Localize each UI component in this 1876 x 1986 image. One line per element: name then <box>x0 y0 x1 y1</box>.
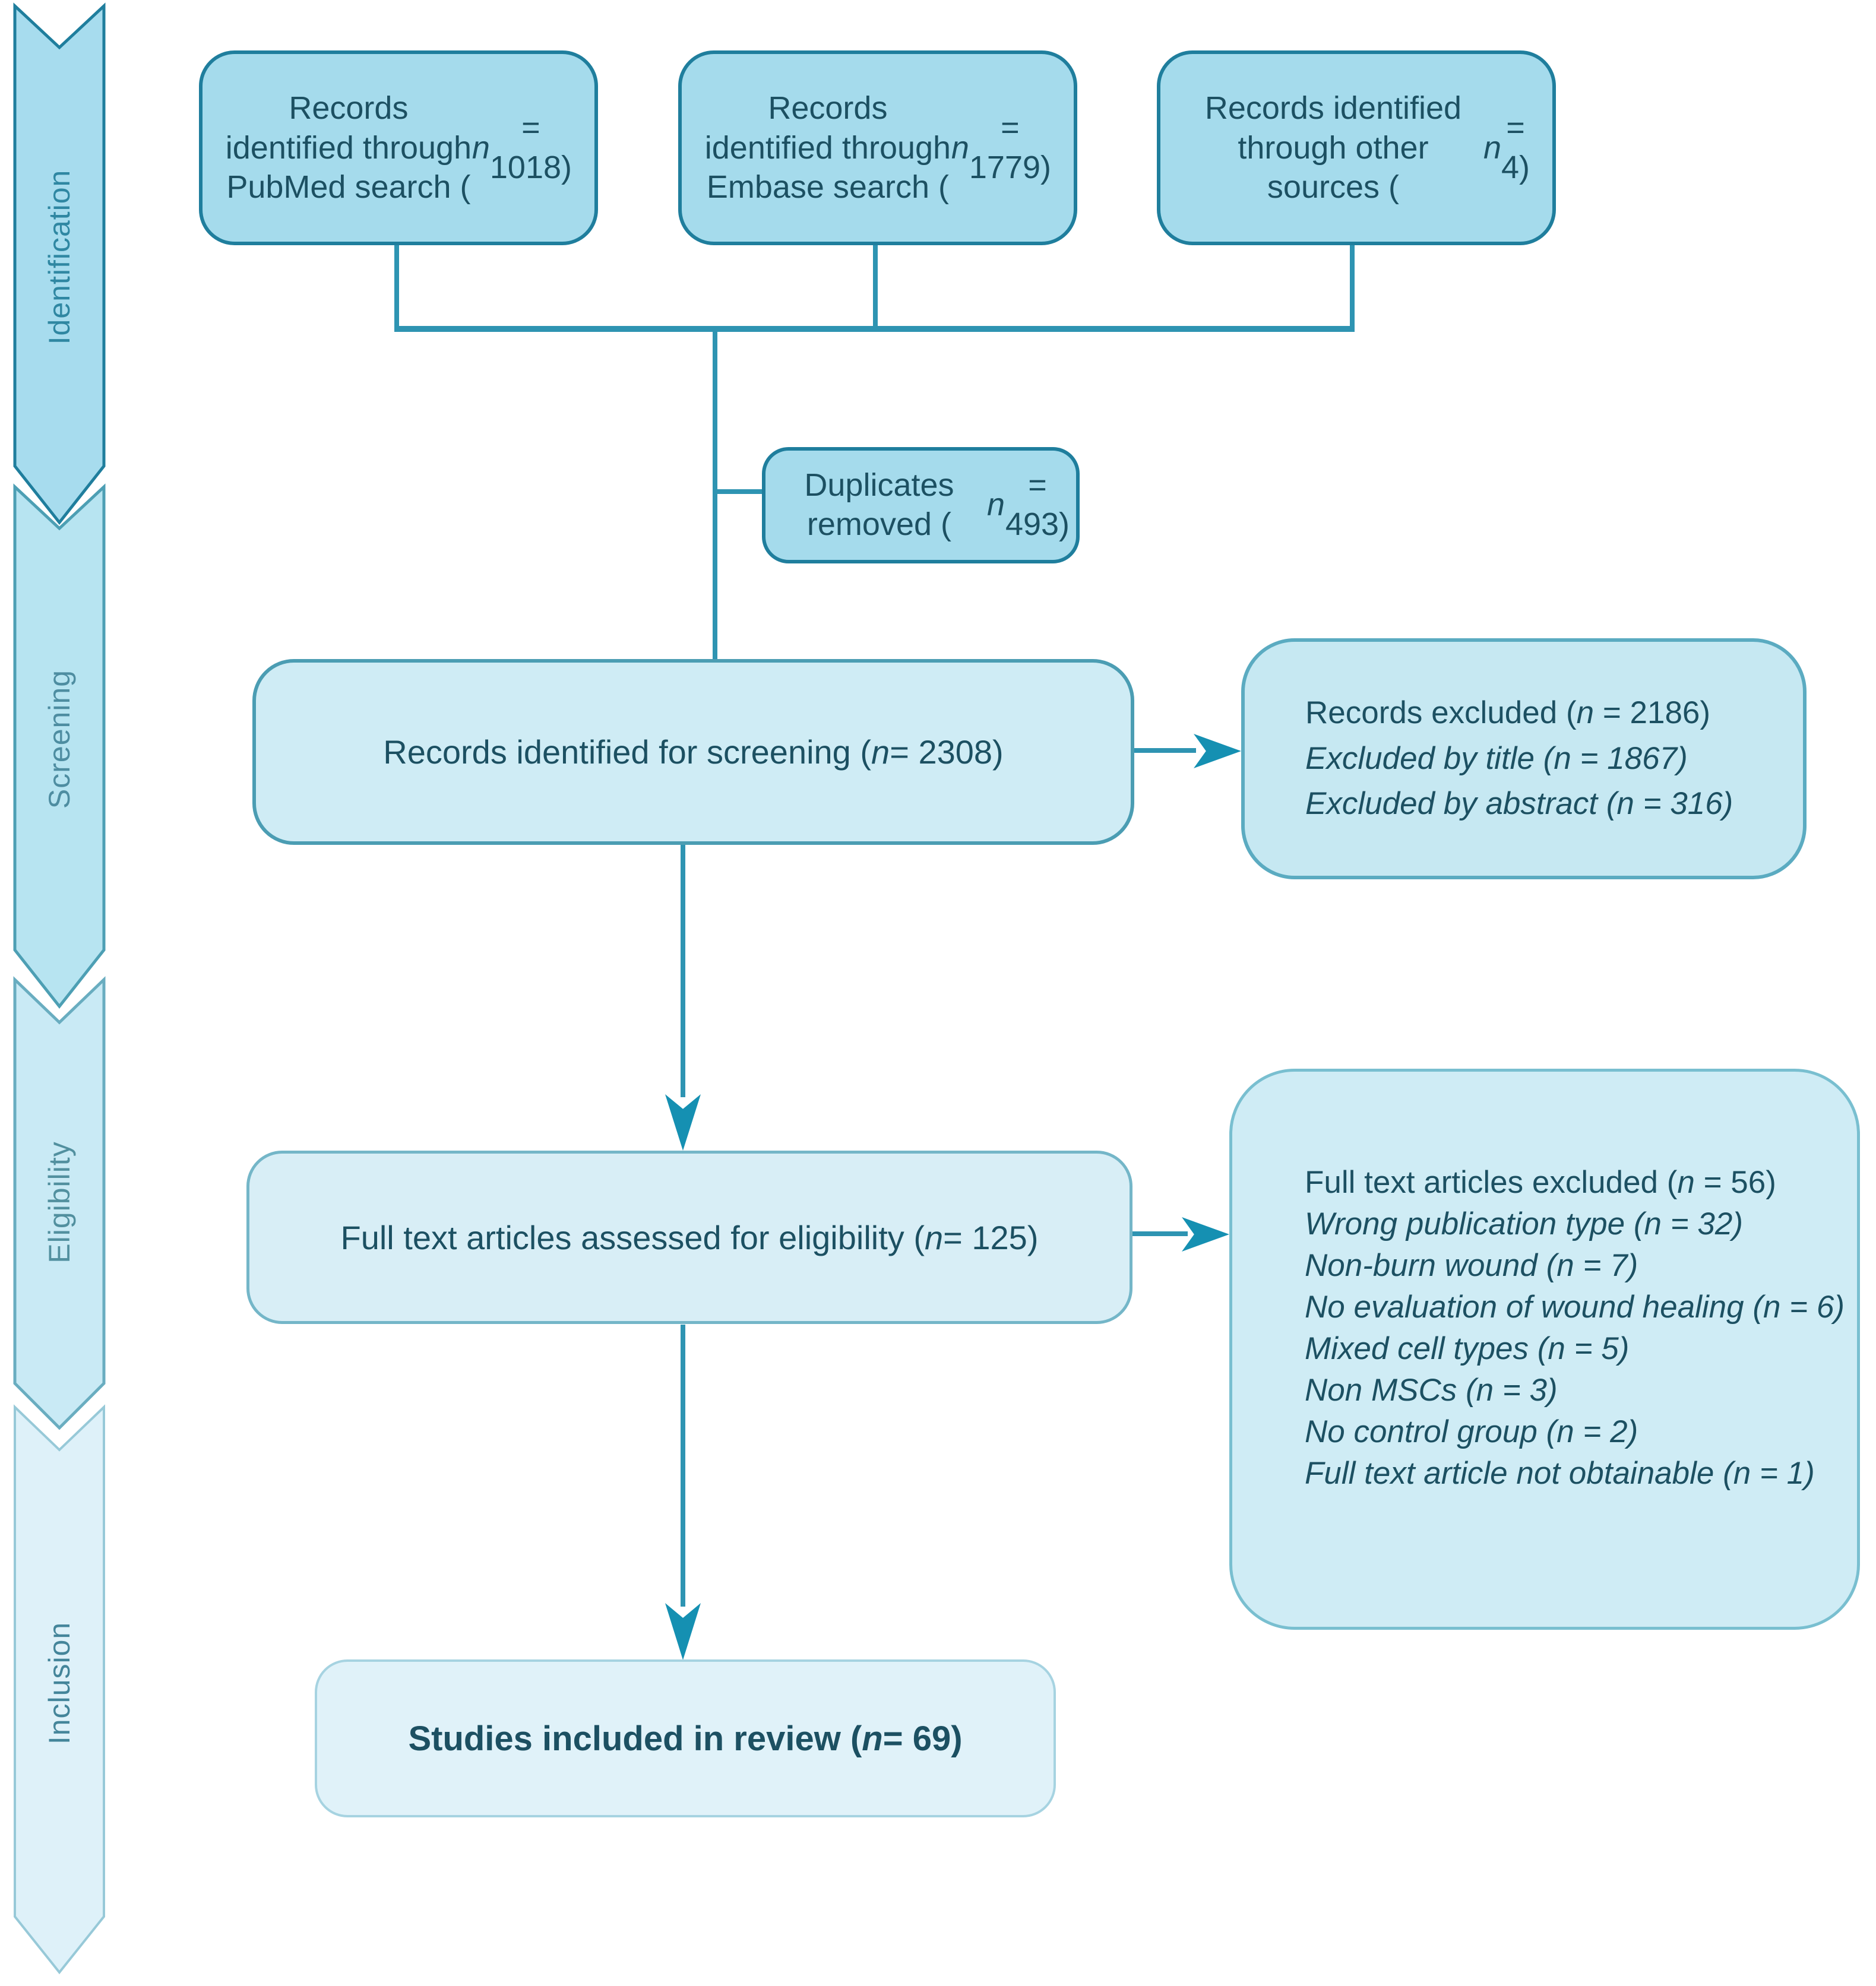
list-item: Wrong publication type (n = 32) <box>1305 1206 1744 1241</box>
stage-arrow-inclusion <box>14 1404 105 1975</box>
stage-label-inclusion: Inclusion <box>43 1622 76 1744</box>
box-fulltext-excluded: Full text articles excluded (n = 56) Wron… <box>1229 1069 1860 1630</box>
list-item: Non MSCs (n = 3) <box>1305 1372 1558 1408</box>
list-item: Full text articles excluded (n = 56) <box>1305 1165 1776 1200</box>
box-records-other-sources: Records identified through other sources… <box>1157 50 1556 245</box>
box-duplicates-removed: Duplicates removed (n = 493) <box>762 447 1080 563</box>
stage-label-screening: Screening <box>43 670 76 809</box>
connector-screening-to-excluded <box>1134 748 1196 753</box>
connector-fulltext-to-included <box>681 1325 685 1607</box>
arrowhead-right-excluded-records-icon <box>1194 734 1241 768</box>
box-records-screening: Records identified for screening (n = 23… <box>252 659 1134 845</box>
list-item: Excluded by title (n = 1867) <box>1305 740 1688 776</box>
list-item: No evaluation of wound healing (n = 6) <box>1305 1289 1845 1325</box>
box-studies-included: Studies included in review (n = 69) <box>315 1659 1056 1817</box>
box-records-embase: Records identified through Embase search… <box>678 50 1077 245</box>
connector-screening-to-fulltext <box>681 845 685 1097</box>
connector-pubmed-down <box>394 245 399 331</box>
list-item: Records excluded (n = 2186) <box>1305 695 1711 730</box>
list-item: No control group (n = 2) <box>1305 1414 1638 1449</box>
connector-main-vertical <box>713 332 717 659</box>
box-records-pubmed: Records identified through PubMed search… <box>199 50 598 245</box>
connector-duplicates-stub <box>717 489 762 494</box>
arrowhead-down-fulltext-icon <box>665 1094 701 1151</box>
connector-other-down <box>1350 245 1355 331</box>
list-item: Mixed cell types (n = 5) <box>1305 1331 1630 1366</box>
arrowhead-right-excluded-fulltext-icon <box>1182 1217 1229 1252</box>
stage-arrow-identification <box>13 2 106 525</box>
stage-label-identification: Identification <box>43 170 76 345</box>
box-fulltext-assessed: Full text articles assessed for eligibil… <box>246 1151 1132 1324</box>
arrowhead-down-included-icon <box>665 1603 701 1660</box>
stage-sidebar: Identification Screening Eligibility Inc… <box>13 2 106 1975</box>
stage-label-eligibility: Eligibility <box>43 1141 76 1263</box>
list-item: Excluded by abstract (n = 316) <box>1305 786 1733 822</box>
list-item: Full text article not obtainable (n = 1) <box>1305 1455 1815 1491</box>
stage-arrow-screening <box>13 483 106 1009</box>
connector-embase-down <box>873 245 878 331</box>
connector-merge-horizontal <box>394 326 1355 332</box>
list-item: Non-burn wound (n = 7) <box>1305 1247 1638 1283</box>
stage-arrow-eligibility <box>13 976 106 1430</box>
box-records-excluded: Records excluded (n = 2186) Excluded by t… <box>1241 638 1807 879</box>
connector-fulltext-to-excluded <box>1131 1231 1188 1236</box>
